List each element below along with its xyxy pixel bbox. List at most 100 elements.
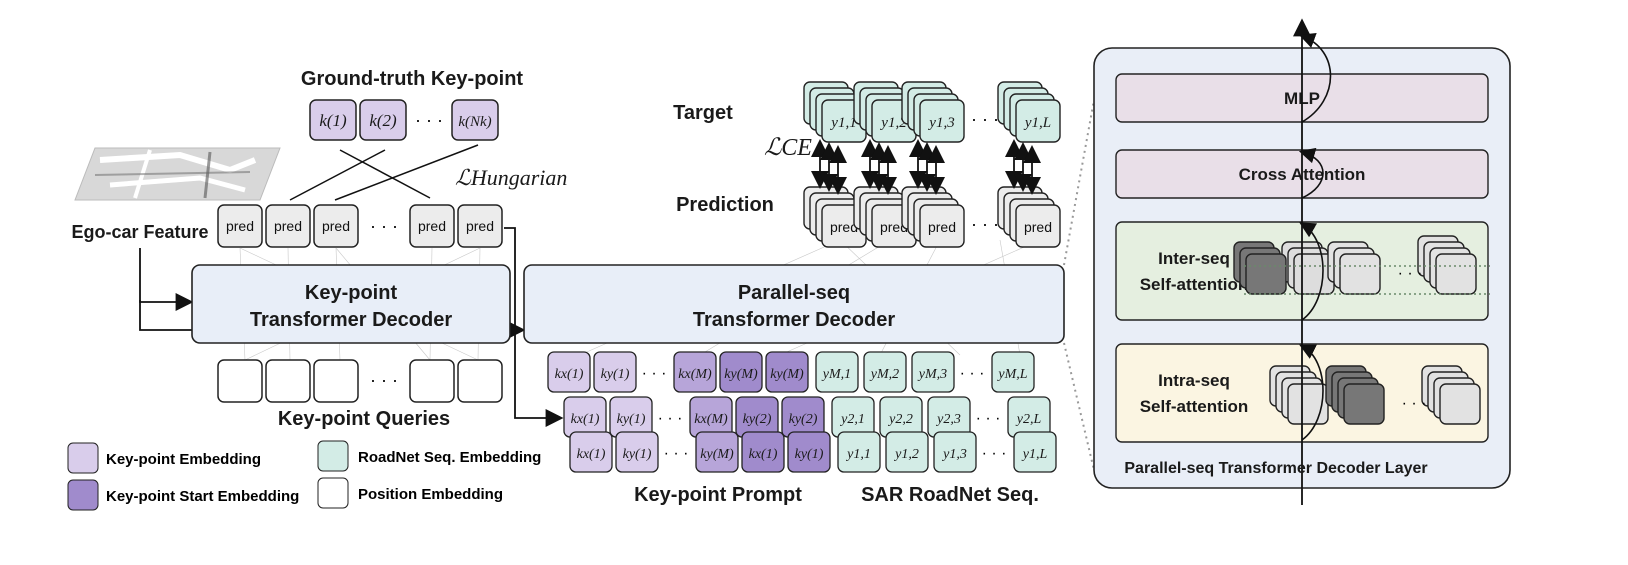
ps-decoder-line1: Parallel-seq xyxy=(738,282,850,304)
prompt-token-label: kx(M) xyxy=(694,412,728,427)
prompt-ellipsis: · · · xyxy=(642,365,667,382)
pred-label: pred xyxy=(226,218,254,234)
prompt-token-label: ky(M) xyxy=(770,367,804,382)
hungarian-matching-lines xyxy=(289,144,479,201)
prompt-ellipsis: · · · xyxy=(658,410,683,427)
gt-token xyxy=(309,99,357,141)
target-token xyxy=(919,99,965,143)
query-token xyxy=(217,359,263,403)
pred-token xyxy=(457,204,503,248)
prediction-ellipsis: · · · xyxy=(971,214,999,234)
pred-token xyxy=(313,204,359,248)
legend-road-embed: RoadNet Seq. Embedding xyxy=(358,449,541,466)
prompt-token-label: ky(1) xyxy=(623,447,652,462)
pred-token xyxy=(217,204,263,248)
inter-seq-line1: Inter-seq xyxy=(1158,249,1230,268)
prompt-token xyxy=(673,351,717,393)
query-token xyxy=(409,359,455,403)
query-ellipsis: · · · xyxy=(370,370,398,390)
legend-swatch-kp-embed xyxy=(67,442,99,474)
prompt-token xyxy=(695,431,739,473)
prompt-token xyxy=(911,351,955,393)
target-ellipsis: · · · xyxy=(971,109,999,129)
pred-label: pred xyxy=(466,218,494,234)
kp-pred-row: pred pred pred pred pred · · · xyxy=(217,204,503,248)
ego-to-kp-arrow xyxy=(139,248,194,311)
zoom-line-bottom xyxy=(1063,342,1095,471)
prompt-token-label: ky(M) xyxy=(724,367,758,382)
attention-token xyxy=(1439,383,1481,425)
legend-pos-embed: Position Embedding xyxy=(358,486,503,503)
prompt-token xyxy=(885,431,929,473)
hungarian-loss: ℒHungarian xyxy=(455,165,567,190)
prompt-token-label: yM,3 xyxy=(917,367,947,382)
target-token-label: y1,2 xyxy=(879,115,907,131)
intra-seq-line2: Self-attention xyxy=(1140,397,1249,416)
prompt-token xyxy=(837,431,881,473)
gt-token-label: k(1) xyxy=(319,111,347,130)
layer-token-glyphs: · · · · · · xyxy=(1233,235,1490,425)
prompt-token-label: y2,L xyxy=(1015,412,1042,427)
prediction-token-label: pred xyxy=(830,219,858,235)
prompt-token-label: yM,1 xyxy=(821,367,851,382)
prompt-token xyxy=(569,431,613,473)
parallel-decoder-box xyxy=(523,264,1065,344)
gt-token-label: k(2) xyxy=(369,111,397,130)
intra-ellipsis: · · · xyxy=(1402,395,1427,412)
legend-kp-embed: Key-point Embedding xyxy=(106,451,261,468)
residual-arcs xyxy=(1298,32,1332,441)
target-token-label: y1,3 xyxy=(927,115,954,131)
kp-queries: · · · xyxy=(217,359,503,403)
inter-seq-line2: Self-attention xyxy=(1140,275,1249,294)
prompt-token-label: y1,2 xyxy=(893,447,919,462)
legend-swatch-pos xyxy=(317,477,349,509)
gt-token xyxy=(359,99,407,141)
prompt-token xyxy=(593,351,637,393)
pred-token xyxy=(409,204,455,248)
gt-token-label: k(Nk) xyxy=(458,114,491,130)
prompt-token-label: y1,3 xyxy=(941,447,967,462)
pred-label: pred xyxy=(322,218,350,234)
query-token xyxy=(265,359,311,403)
prediction-token-label: pred xyxy=(1024,219,1052,235)
prediction-token-label: pred xyxy=(928,219,956,235)
attention-token xyxy=(1435,253,1477,295)
prediction-token xyxy=(919,204,965,248)
inter-ellipsis: · · · xyxy=(1398,265,1423,282)
legend-swatch-road xyxy=(317,440,349,472)
ps-decoder-line2: Transformer Decoder xyxy=(693,309,896,331)
legend-kp-start: Key-point Start Embedding xyxy=(106,488,299,505)
pred-label: pred xyxy=(274,218,302,234)
prompt-ellipsis: · · · xyxy=(664,445,689,462)
prompt-ellipsis: · · · xyxy=(960,365,985,382)
ce-loss: ℒCE xyxy=(764,135,812,161)
prompt-token-label: kx(1) xyxy=(571,412,600,427)
prompt-token-label: y1,1 xyxy=(845,447,871,462)
prediction-token xyxy=(1015,204,1061,248)
prompt-token-label: ky(2) xyxy=(743,412,772,427)
prompt-token-label: y2,2 xyxy=(887,412,913,427)
zoom-line-top xyxy=(1063,99,1095,266)
pred-token xyxy=(265,204,311,248)
prompt-token xyxy=(1013,431,1057,473)
query-token xyxy=(313,359,359,403)
prompt-token xyxy=(741,431,785,473)
prompt-token-label: y1,L xyxy=(1021,447,1048,462)
attention-token xyxy=(1339,253,1381,295)
prompt-token-label: kx(1) xyxy=(577,447,606,462)
target-stacks: y1,1 y1,2 y1,3 y1,L · · · xyxy=(803,81,1061,143)
kp-decoder-line2: Transformer Decoder xyxy=(250,309,453,331)
attention-token xyxy=(1343,383,1385,425)
ego-feature-map xyxy=(74,147,281,201)
prompt-ellipsis: · · · xyxy=(976,410,1001,427)
target-token-label: y1,L xyxy=(1023,115,1051,131)
legend-swatch-kp-start xyxy=(67,479,99,511)
prompt-token xyxy=(815,351,859,393)
prompt-token-label: ky(1) xyxy=(601,367,630,382)
target-token-label: y1,1 xyxy=(829,115,856,131)
prompt-token xyxy=(719,351,763,393)
prompt-token-label: ky(1) xyxy=(617,412,646,427)
